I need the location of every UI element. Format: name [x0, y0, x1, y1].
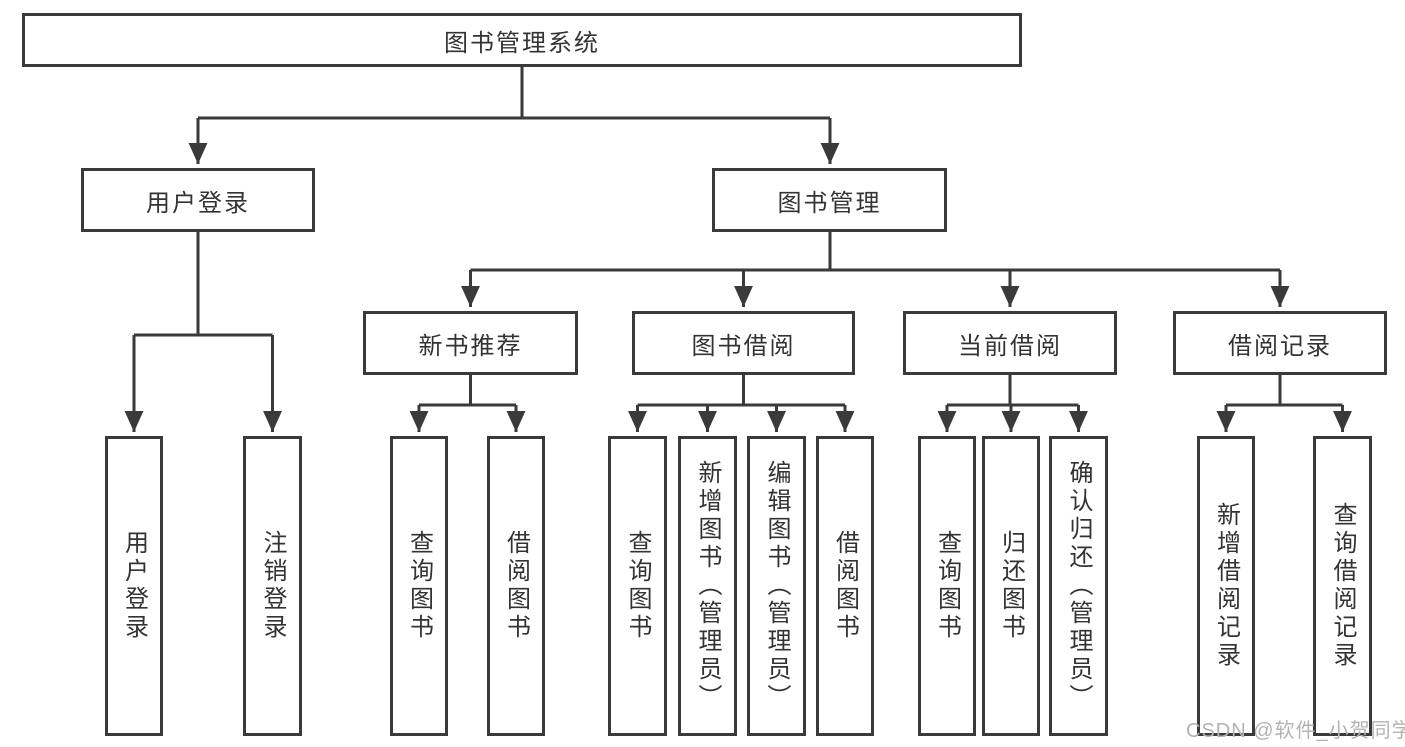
connector-line [198, 67, 830, 120]
connector-current-borrowing-children [937, 375, 1088, 432]
connector-line [637, 375, 845, 407]
node-root: 图书管理系统 [22, 13, 1022, 67]
node-leaf-return-books: 归还图书 [982, 436, 1040, 736]
node-book-borrowing: 图书借阅 [632, 311, 855, 375]
connector-root-children [188, 67, 840, 164]
connector-user-login-children [124, 232, 282, 432]
node-leaf-query-books-current: 查询图书 [918, 436, 976, 736]
connector-line [947, 375, 1079, 407]
connector-new-book-recommend-children [409, 375, 526, 432]
connector-book-borrowing-children [628, 375, 855, 432]
node-leaf-query-books-recommend: 查询图书 [390, 436, 448, 736]
node-leaf-borrow-books-recommend: 借阅图书 [487, 436, 545, 736]
node-leaf-query-borrow-record: 查询借阅记录 [1313, 436, 1372, 736]
node-user-login: 用户登录 [81, 168, 315, 232]
node-leaf-logout-login: 注销登录 [243, 436, 302, 736]
node-leaf-edit-books-admin: 编辑图书（管理员） [747, 436, 806, 736]
connector-line [134, 232, 273, 337]
connector-line [1226, 375, 1343, 407]
node-borrowing-records: 借阅记录 [1173, 311, 1387, 375]
watermark-text: CSDN @软件_小贺同学 [1186, 720, 1405, 742]
node-leaf-borrow-books-borrowing: 借阅图书 [816, 436, 874, 736]
node-leaf-add-books-admin: 新增图书（管理员） [678, 436, 737, 736]
node-leaf-user-login: 用户登录 [105, 436, 163, 736]
node-leaf-confirm-return-admin: 确认归还（管理员） [1049, 436, 1108, 736]
connector-borrowing-records-children [1216, 375, 1352, 432]
connector-line [470, 232, 1280, 272]
node-book-management: 图书管理 [712, 168, 947, 232]
node-leaf-add-borrow-record: 新增借阅记录 [1197, 436, 1255, 736]
connector-line [419, 375, 516, 407]
node-leaf-query-books-borrowing: 查询图书 [608, 436, 667, 736]
connector-book-management-children [461, 232, 1290, 307]
node-new-book-recommend: 新书推荐 [363, 311, 578, 375]
node-current-borrowing: 当前借阅 [903, 311, 1117, 375]
